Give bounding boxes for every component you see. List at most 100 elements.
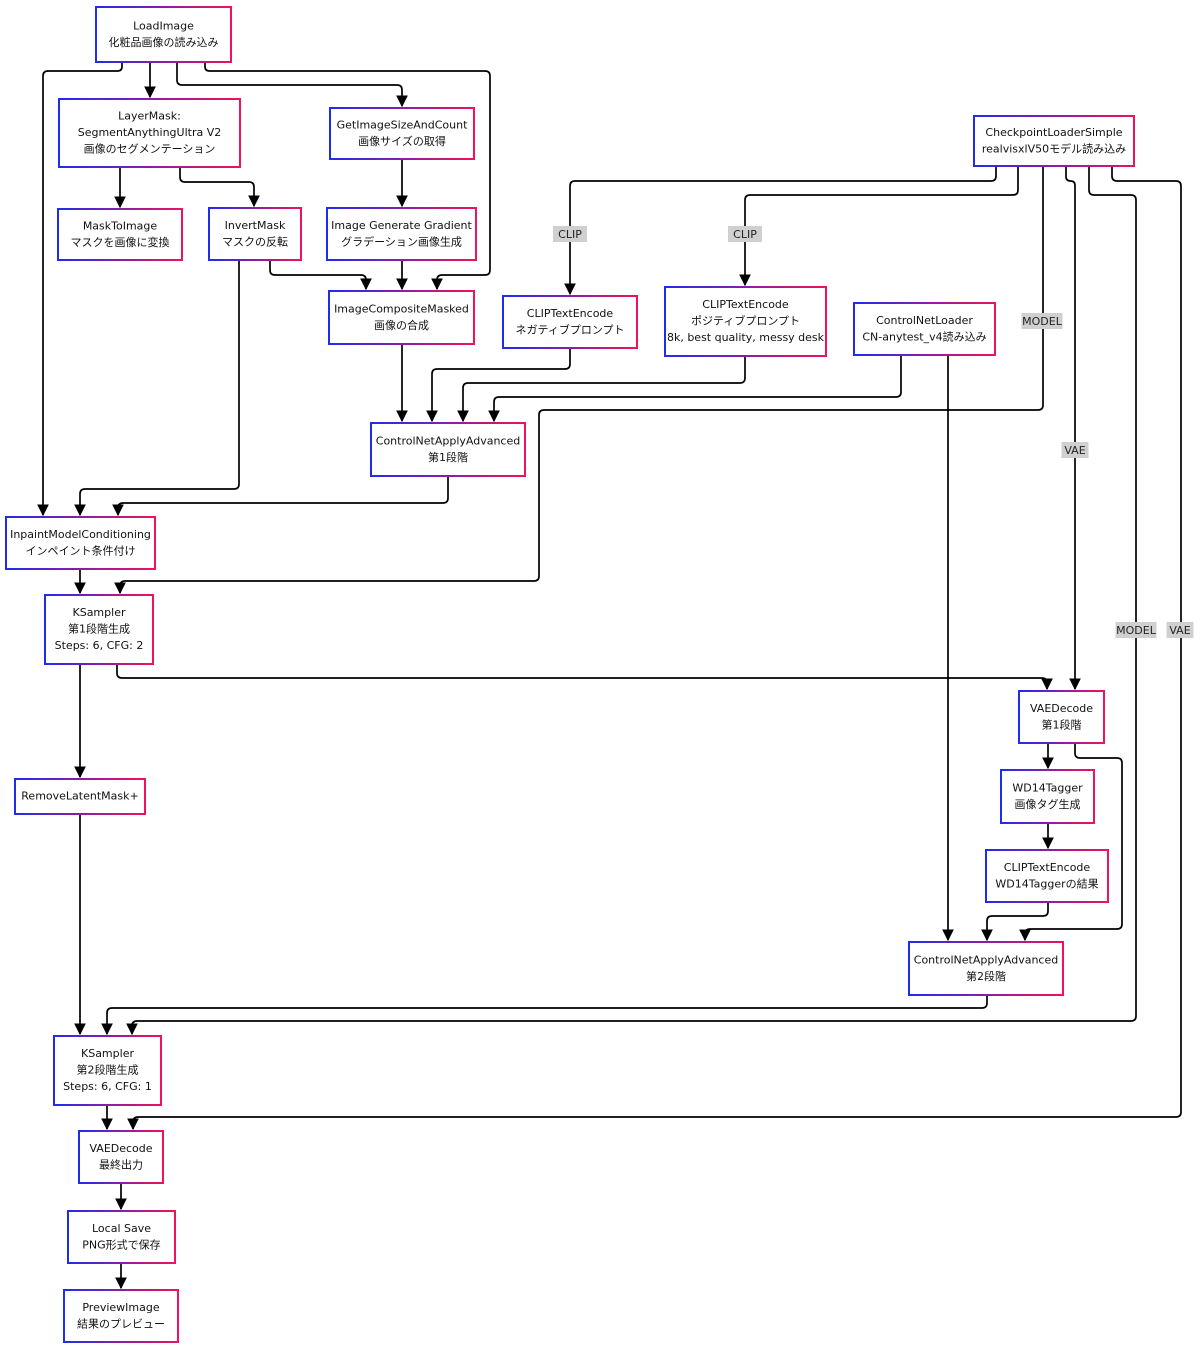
node-box: [95, 6, 232, 63]
node-box: [985, 849, 1109, 903]
node-subtitle: 化粧品画像の読み込み: [109, 35, 219, 49]
node-title: CLIPTextEncode: [702, 298, 789, 311]
edge-checkpoint-to-ksampler-1: [114, 166, 1044, 595]
node-box: [78, 1130, 164, 1184]
edge-label-vae: VAE: [1166, 622, 1194, 638]
node-checkpoint[interactable]: CheckpointLoaderSimplerealvisxlV50モデル読み込…: [973, 115, 1135, 167]
node-title: VAEDecode: [89, 1142, 152, 1155]
edge-label-background: [553, 226, 587, 242]
edge-clip-wd14-to-cn-apply-2: [981, 902, 1049, 942]
node-box: [329, 107, 475, 160]
node-vae-decode-final[interactable]: VAEDecode 最終出力: [78, 1130, 164, 1184]
node-get-image-size[interactable]: GetImageSizeAndCount 画像サイズの取得: [329, 107, 475, 160]
node-title: ControlNetApplyAdvanced: [376, 434, 520, 447]
node-subtitle: realvisxlV50モデル読み込み: [982, 141, 1126, 155]
node-box: [973, 115, 1135, 167]
node-subtitle: 第1段階: [1042, 717, 1082, 731]
node-title: InpaintModelConditioning: [10, 528, 151, 541]
node-subtitle: PNG形式で保存: [82, 1237, 160, 1251]
node-title: ControlNetApplyAdvanced: [914, 953, 1058, 966]
edge-label-model: MODEL: [1021, 313, 1063, 329]
node-subtitle: マスクの反転: [222, 235, 288, 248]
edge-label-background: [1115, 622, 1157, 638]
edge-label-background: [728, 226, 762, 242]
node-box: [44, 594, 154, 665]
node-box: [328, 290, 475, 345]
node-ksampler-2[interactable]: KSampler 第2段階生成 Steps: 6, CFG: 1: [53, 1035, 162, 1106]
edge-controlnet-loader-to-cn-apply-1: [488, 355, 902, 423]
node-box: [58, 98, 241, 168]
edge-checkpoint-to-clip-pos: [739, 166, 1019, 287]
edge-label-background: [1166, 622, 1194, 638]
node-subtitle: 第1段階: [428, 450, 468, 464]
edge-checkpoint-to-ksampler-2: [126, 166, 1137, 1036]
node-box: [1000, 769, 1095, 824]
node-invert-mask[interactable]: InvertMask マスクの反転: [208, 207, 302, 261]
edge-load-image-to-composite: [204, 62, 491, 291]
node-title: GetImageSizeAndCount: [337, 118, 468, 131]
node-subtitle: 第2段階: [966, 969, 1006, 983]
edge-label-text: VAE: [1169, 624, 1190, 637]
node-subtitle: CN-anytest_v4読み込み: [862, 329, 986, 343]
node-subtitle: 8k, best quality, messy desk: [667, 331, 825, 344]
node-remove-mask[interactable]: RemoveLatentMask+: [14, 778, 146, 815]
node-cn-apply-1[interactable]: ControlNetApplyAdvanced 第1段階: [370, 422, 526, 477]
node-title: PreviewImage: [82, 1301, 160, 1314]
edge-label-text: VAE: [1064, 444, 1085, 457]
node-subtitle: Steps: 6, CFG: 1: [63, 1080, 152, 1093]
node-subtitle: 画像の合成: [374, 318, 429, 332]
node-box: [326, 207, 477, 261]
node-title: ImageCompositeMasked: [334, 302, 469, 315]
node-subtitle: インペイント条件付け: [26, 543, 136, 557]
node-subtitle: 第1段階生成: [68, 622, 130, 636]
node-inpaint[interactable]: InpaintModelConditioning インペイント条件付け: [5, 516, 156, 570]
node-subtitle: 画像サイズの取得: [358, 134, 446, 148]
node-title: InvertMask: [225, 219, 286, 232]
node-title: CLIPTextEncode: [1004, 861, 1091, 874]
node-layermask[interactable]: LayerMask:SegmentAnythingUltra V2画像のセグメン…: [58, 98, 241, 168]
node-composite[interactable]: ImageCompositeMasked 画像の合成: [328, 290, 475, 345]
edge-label-clip: CLIP: [553, 226, 587, 242]
edge-ksampler-1-to-vae-decode-1: [116, 664, 1053, 691]
node-box: [67, 1210, 176, 1264]
node-subtitle: 画像のセグメンテーション: [84, 142, 216, 156]
node-title: KSampler: [81, 1047, 134, 1060]
edge-label-text: CLIP: [558, 228, 582, 241]
nodes-layer: LoadImage 化粧品画像の読み込み LayerMask:SegmentAnyt…: [5, 6, 1135, 1343]
edge-load-image-to-inpaint: [37, 62, 123, 517]
node-box: [57, 208, 183, 261]
node-subtitle: 最終出力: [99, 1157, 143, 1171]
node-box: [53, 1035, 162, 1106]
node-box: [908, 941, 1064, 996]
node-title: KSampler: [73, 606, 126, 619]
edges-layer: [37, 62, 1182, 1290]
node-subtitle: グラデーション画像生成: [341, 234, 462, 248]
node-box: [63, 1289, 179, 1343]
node-load-image[interactable]: LoadImage 化粧品画像の読み込み: [95, 6, 232, 63]
edge-label-background: [1021, 313, 1063, 329]
edge-invert-mask-to-inpaint: [74, 260, 240, 517]
node-subtitle: 第2段階生成: [77, 1063, 139, 1077]
node-title: Local Save: [92, 1222, 151, 1235]
node-cn-apply-2[interactable]: ControlNetApplyAdvanced 第2段階: [908, 941, 1064, 996]
node-title: MaskToImage: [83, 219, 158, 232]
node-title: RemoveLatentMask+: [21, 790, 138, 803]
node-subtitle: 画像タグ生成: [1015, 797, 1081, 811]
edge-cn-apply-2-to-ksampler-2: [101, 995, 988, 1036]
edge-label-text: CLIP: [733, 228, 757, 241]
node-title: LoadImage: [133, 19, 194, 32]
node-box: [14, 778, 146, 815]
node-box: [1018, 690, 1105, 744]
